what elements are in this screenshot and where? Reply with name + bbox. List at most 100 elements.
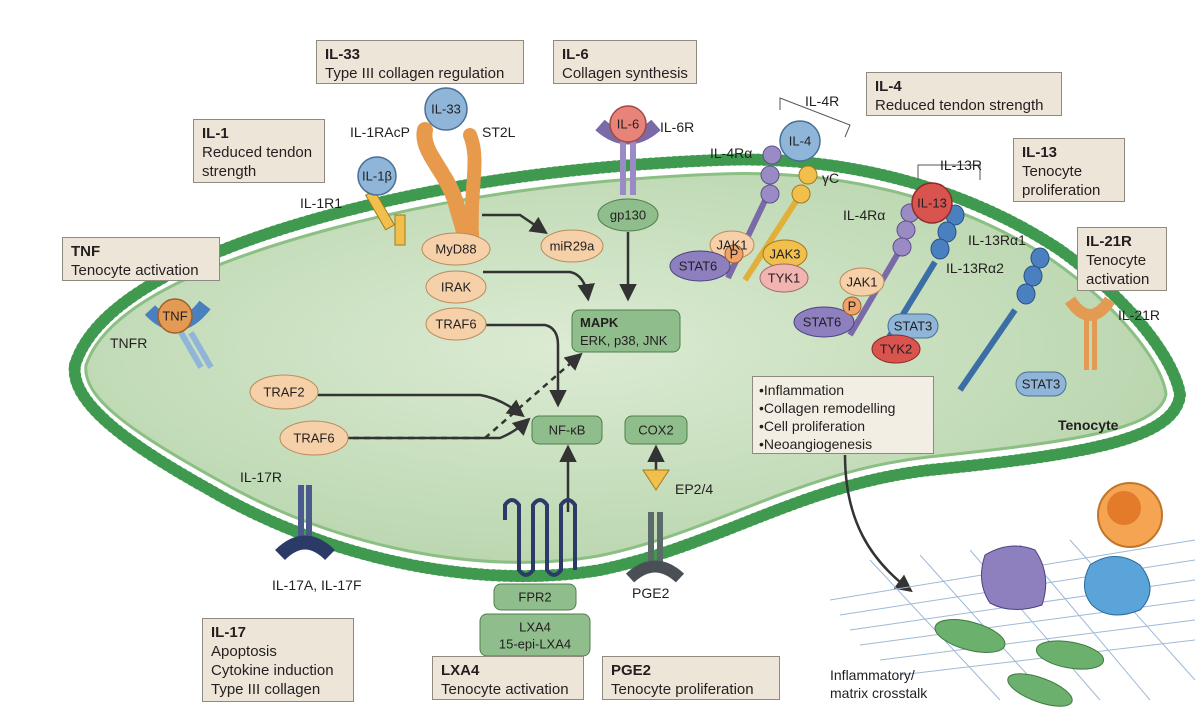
il6-receptor <box>595 105 661 195</box>
outcome-item: Collagen remodelling <box>759 399 927 417</box>
ep24-label: EP2/4 <box>675 481 713 497</box>
il6-box-desc: Collagen synthesis <box>562 65 688 82</box>
il13r-label: IL-13R <box>940 157 982 173</box>
tyk2-label: TYK2 <box>880 342 913 357</box>
traf6-node-a <box>425 307 487 341</box>
il4-ligand <box>779 120 821 162</box>
tnf-receptor <box>144 298 214 369</box>
signal-arrows <box>318 213 913 593</box>
tnf-box-title: TNF <box>71 243 101 260</box>
il4r-label: IL-4R <box>805 93 839 109</box>
fibroblast-2 <box>1035 640 1105 670</box>
il4-box-title: IL-4 <box>875 78 902 95</box>
il13-box-desc: Tenocyte proliferation <box>1022 163 1101 199</box>
il33-label: IL-33 <box>431 102 461 117</box>
nfkb-label: NF-κB <box>549 423 586 438</box>
il1-receptor-complex <box>357 87 482 246</box>
lxa4-box-desc: Tenocyte activation <box>441 681 569 698</box>
il6-box: IL-6 Collagen synthesis <box>553 40 697 84</box>
fpr2-receptor <box>503 498 577 577</box>
il13ra2-label: IL-13Rα2 <box>946 260 1004 276</box>
immune-cell-purple <box>980 545 1047 610</box>
tnf-box: TNF Tenocyte activation <box>62 237 220 281</box>
p-label-b: P <box>848 299 857 314</box>
il13-label: IL-13 <box>917 196 947 211</box>
p-label: P <box>730 247 739 262</box>
jak3-label: JAK3 <box>769 247 800 262</box>
il6-box-title: IL-6 <box>562 46 589 63</box>
tyk1-label: TYK1 <box>768 271 801 286</box>
jak1-label: JAK1 <box>716 238 747 253</box>
il33-ligand <box>424 87 468 131</box>
traf6-node-b <box>279 420 349 456</box>
traf2-node <box>249 374 319 410</box>
il4ra2-label: IL-4Rα <box>843 207 885 223</box>
il4-box: IL-4 Reduced tendon strength <box>866 72 1062 116</box>
il17r-label: IL-17R <box>240 469 282 485</box>
tenocyte-label: Tenocyte <box>1058 417 1119 433</box>
il1-box-desc: Reduced tendon strength <box>202 144 313 180</box>
gp130-node <box>597 198 659 232</box>
cox2-node <box>624 415 688 445</box>
irak-label: IRAK <box>441 280 472 295</box>
pge2-box-desc: Tenocyte proliferation <box>611 681 754 698</box>
mapk-node <box>571 309 681 353</box>
il21r-box-desc: Tenocyte activation <box>1086 252 1150 288</box>
tnf-label: TNF <box>162 309 187 324</box>
il17-receptor <box>275 485 335 561</box>
crosstalk-label-1: Inflammatory/ <box>830 667 915 683</box>
il4-label: IL-4 <box>789 134 811 149</box>
il4-receptor <box>725 97 851 282</box>
il17af-label: IL-17A, IL-17F <box>272 577 362 593</box>
il17-box-title: IL-17 <box>211 624 247 641</box>
mapk-sub: ERK, p38, JNK <box>580 333 668 348</box>
pge2-box: PGE2 Tenocyte proliferation <box>602 656 780 700</box>
nfkb-node <box>531 415 603 445</box>
irak-node <box>425 270 487 304</box>
fibroblast-1 <box>934 619 1006 653</box>
outcome-item: Neoangiogenesis <box>759 435 927 453</box>
il1r1-label: IL-1R1 <box>300 195 342 211</box>
stat6b-node <box>793 306 855 338</box>
il13-box-title: IL-13 <box>1022 144 1058 161</box>
il1-box-title: IL-1 <box>202 125 229 142</box>
il1b-ligand <box>357 156 397 196</box>
pge2-box-title: PGE2 <box>611 662 652 679</box>
fibroblast-3 <box>1007 673 1073 707</box>
outcomes-box: Inflammation Collagen remodelling Cell p… <box>752 376 934 454</box>
il17-box-desc: Apoptosis Cytokine induction Type III co… <box>211 643 334 698</box>
fpr2-node <box>493 583 577 611</box>
p-node <box>724 244 744 264</box>
stat3b-label: STAT3 <box>1022 377 1061 392</box>
lxa4-box-title: LXA4 <box>441 662 480 679</box>
outcome-item: Inflammation <box>759 381 927 399</box>
stat6b-label: STAT6 <box>803 315 842 330</box>
tnf-ligand <box>157 298 193 334</box>
il6r-label: IL-6R <box>660 119 694 135</box>
gp130-label: gp130 <box>610 208 646 223</box>
il17-box: IL-17 Apoptosis Cytokine induction Type … <box>202 618 354 702</box>
tyk2-node <box>871 334 921 364</box>
myd88-label: MyD88 <box>435 242 476 257</box>
il4ra-label: IL-4Rα <box>710 145 752 161</box>
crosstalk-label-2: matrix crosstalk <box>830 685 928 701</box>
tnfr-label: TNFR <box>110 335 147 351</box>
extracellular-matrix <box>829 482 1196 707</box>
gc-label: γC <box>822 170 839 186</box>
stat3-node <box>887 313 939 339</box>
il21r-box-title: IL-21R <box>1086 233 1132 250</box>
il6-ligand <box>609 105 647 143</box>
immune-cell-blue <box>1084 556 1151 616</box>
outcome-item: Cell proliferation <box>759 417 927 435</box>
il21-receptor <box>1065 296 1115 370</box>
traf6b-label: TRAF6 <box>293 431 334 446</box>
fpr2-label: FPR2 <box>518 590 551 605</box>
epi-label: 15-epi-LXA4 <box>499 637 571 652</box>
il13-box: IL-13 Tenocyte proliferation <box>1013 138 1125 202</box>
cell-body <box>84 172 1168 564</box>
il33-box: IL-33 Type III collagen regulation <box>316 40 524 84</box>
lxa4-node-label: LXA4 <box>519 620 551 635</box>
il33-box-title: IL-33 <box>325 46 361 63</box>
lxa4-box: LXA4 Tenocyte activation <box>432 656 584 700</box>
stat6-label: STAT6 <box>679 259 718 274</box>
